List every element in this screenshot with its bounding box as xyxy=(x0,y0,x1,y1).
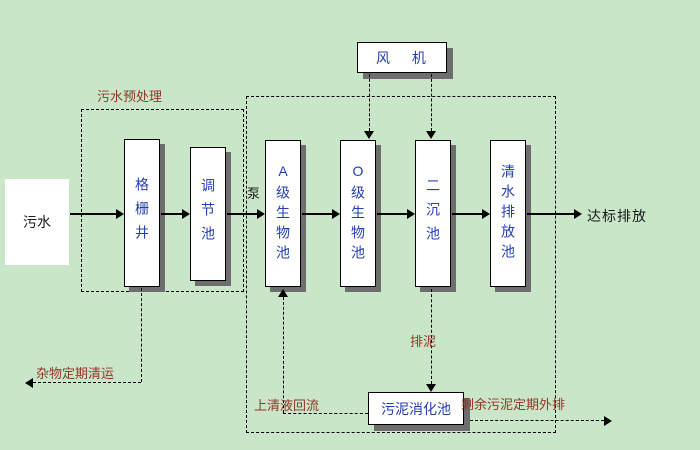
blower-label: 风 机 xyxy=(376,49,428,66)
a-bio-tank: A级生物池 xyxy=(265,140,301,287)
blower-box: 风 机 xyxy=(357,42,447,73)
o-bio-tank-label: O级生物池 xyxy=(350,162,366,265)
grid-well-tank: 格栅井 xyxy=(124,139,160,287)
debris-removal-vline xyxy=(141,288,142,382)
effluent-label: 达标排放 xyxy=(587,208,647,224)
flow-arrow-gridwell-head xyxy=(182,209,190,219)
supernatant-return-hline xyxy=(283,413,368,414)
debris-removal-head xyxy=(25,378,33,388)
supernatant-return-vline xyxy=(283,297,284,413)
secondary-clarifier-label: 二沉池 xyxy=(425,177,441,250)
secondary-clarifier-tank: 二沉池 xyxy=(415,140,451,287)
a-bio-tank-label: A级生物池 xyxy=(275,162,291,265)
excess-sludge-head xyxy=(604,416,612,426)
flow-arrow-a-to-o-head xyxy=(332,209,340,219)
supernatant-return-head xyxy=(278,289,288,297)
flow-arrow-o-to-clarifier-head xyxy=(407,209,415,219)
pump-label: 泵 xyxy=(247,186,261,201)
flow-arrow-gridwell-line xyxy=(161,213,182,215)
regulating-tank-label: 调节池 xyxy=(200,178,216,250)
clear-water-tank: 清水排放池 xyxy=(490,140,526,287)
debris-removal-label: 杂物定期清运 xyxy=(36,366,115,381)
flow-arrow-a-to-o-line xyxy=(302,213,332,215)
clear-water-tank-label: 清水排放池 xyxy=(500,163,516,264)
sludge-discharge-label: 排泥 xyxy=(410,334,437,349)
blower-air-arrow-2-head xyxy=(426,131,436,139)
pretreatment-label: 污水预处理 xyxy=(97,89,163,104)
blower-air-arrow-2-line xyxy=(431,74,432,131)
influent-box: 污水 xyxy=(5,179,69,265)
o-bio-tank: O级生物池 xyxy=(340,140,376,287)
flow-arrow-pump-head xyxy=(257,209,265,219)
regulating-tank: 调节池 xyxy=(190,147,226,281)
flow-arrow-clarifier-to-clear-line xyxy=(452,213,482,215)
sludge-digester-box: 污泥消化池 xyxy=(368,392,464,425)
flow-arrow-o-to-clarifier-line xyxy=(377,213,407,215)
flow-arrow-pump-line xyxy=(227,213,257,215)
debris-removal-hline xyxy=(33,382,141,383)
flow-arrow-influent-head xyxy=(116,209,124,219)
flow-arrow-effluent-head xyxy=(574,209,582,219)
sludge-discharge-line xyxy=(431,289,432,384)
grid-well-label: 格栅井 xyxy=(134,177,150,249)
flow-arrow-influent-line xyxy=(70,213,116,215)
excess-sludge-line xyxy=(470,420,604,421)
influent-label: 污水 xyxy=(23,214,51,230)
sludge-digester-label: 污泥消化池 xyxy=(381,400,451,417)
pretreatment-region xyxy=(81,109,244,292)
blower-air-arrow-1-line xyxy=(369,74,370,131)
supernatant-return-label: 上清液回流 xyxy=(254,398,320,413)
blower-air-arrow-1-head xyxy=(364,131,374,139)
sludge-discharge-head xyxy=(426,384,436,392)
excess-sludge-label: 剩余污泥定期外排 xyxy=(461,397,566,412)
biological-treatment-region xyxy=(246,96,556,433)
flow-arrow-clarifier-to-clear-head xyxy=(482,209,490,219)
flow-arrow-effluent-line xyxy=(527,213,574,215)
